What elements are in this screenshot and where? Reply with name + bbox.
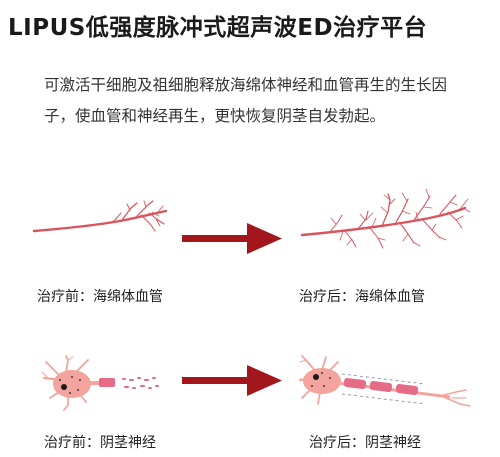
description-text: 可激活干细胞及祖细胞释放海绵体神经和血管再生的生长因子，使血管和神经再生，更快恢… (44, 76, 448, 125)
caption-vessel-after: 治疗后：海绵体血管 (299, 289, 425, 305)
arrow-vessel-icon (182, 223, 282, 254)
caption-vessel-before: 治疗前：海绵体血管 (37, 289, 163, 305)
nerve-after-illustration (298, 355, 471, 407)
vessel-after-illustration (300, 188, 471, 249)
page-title: LIPUS低强度脉冲式超声波ED治疗平台 (8, 15, 428, 41)
caption-nerve-after: 治疗后：阴茎神经 (309, 435, 421, 451)
vessel-before-illustration (32, 200, 168, 233)
caption-nerve-before: 治疗前：阴茎神经 (44, 435, 156, 451)
arrow-nerve-icon (182, 365, 282, 396)
nerve-before-illustration (41, 355, 159, 411)
